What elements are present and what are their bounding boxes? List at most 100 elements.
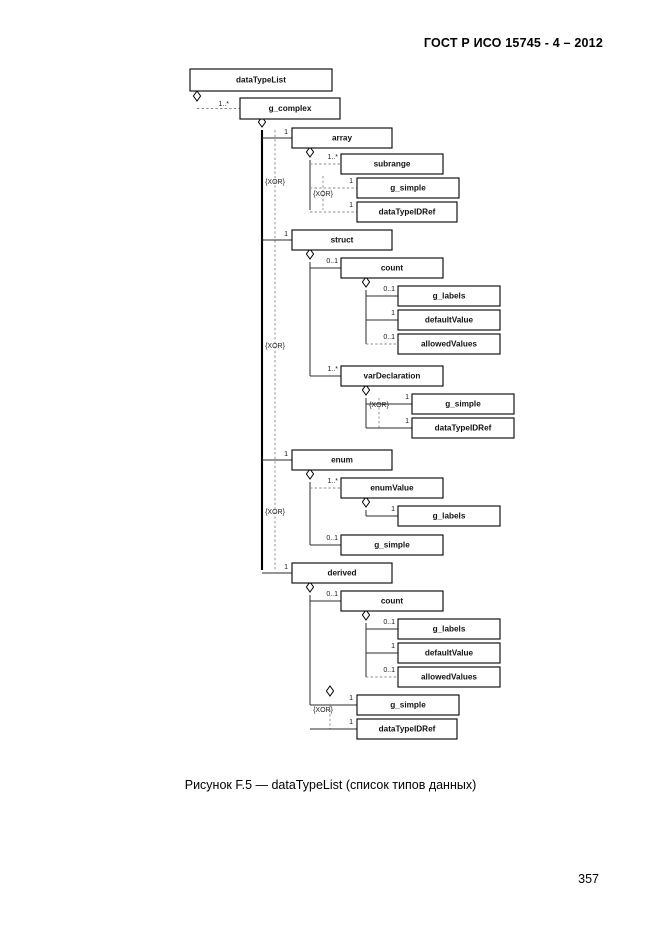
uml-class-box[interactable]: derived (291, 562, 393, 584)
aggregation-diamond-icon (305, 146, 315, 158)
multiplicity-label: 1 (349, 719, 353, 726)
uml-class-box[interactable]: subrange (340, 153, 444, 175)
multiplicity-label: 0..1 (326, 591, 338, 598)
multiplicity-label: 0..1 (326, 535, 338, 542)
uml-class-box[interactable]: g_simple (411, 393, 515, 415)
uml-class-box[interactable]: varDeclaration (340, 365, 444, 387)
uml-class-box[interactable]: dataTypeIDRef (356, 718, 458, 740)
multiplicity-label: 1 (405, 394, 409, 401)
uml-class-box[interactable]: g_labels (397, 285, 501, 307)
uml-class-name: g_labels (433, 292, 466, 301)
uml-class-box[interactable]: defaultValue (397, 642, 501, 664)
multiplicity-label: 1 (349, 202, 353, 209)
uml-class-box-frame (340, 590, 444, 612)
multiplicity-label: 1..* (218, 101, 229, 108)
multiplicity-label: 1..* (327, 478, 338, 485)
uml-class-name: enumValue (370, 484, 414, 493)
uml-class-name: dataTypeIDRef (379, 208, 436, 217)
page-number: 357 (578, 872, 599, 886)
uml-class-name: defaultValue (425, 649, 474, 658)
aggregation-diamond-icon (192, 90, 202, 102)
uml-class-box[interactable]: g_labels (397, 618, 501, 640)
uml-class-box-frame (397, 618, 501, 640)
uml-class-box[interactable]: g_simple (356, 694, 460, 716)
uml-class-box[interactable]: array (291, 127, 393, 149)
uml-class-box-frame (291, 449, 393, 471)
xor-constraint-label: {XOR} (265, 509, 286, 516)
document-header-standard-number: ГОСТ Р ИСО 15745 - 4 – 2012 (423, 36, 603, 50)
multiplicity-label: 0..1 (383, 334, 395, 341)
uml-class-box-frame (397, 642, 501, 664)
uml-class-name: dataTypeList (236, 76, 286, 85)
uml-class-name: allowedValues (421, 340, 477, 349)
multiplicity-label: 1 (391, 643, 395, 650)
uml-class-box[interactable]: allowedValues (397, 333, 501, 355)
uml-class-box[interactable]: dataTypeIDRef (411, 417, 515, 439)
aggregation-diamond-icon (361, 609, 371, 621)
uml-class-name: g_labels (433, 512, 466, 521)
uml-class-name: dataTypeIDRef (379, 725, 436, 734)
uml-class-box[interactable]: g_simple (356, 177, 460, 199)
uml-class-box[interactable]: dataTypeList (189, 68, 333, 92)
uml-class-name: struct (331, 236, 354, 245)
uml-class-box[interactable]: defaultValue (397, 309, 501, 331)
uml-class-name: g_simple (390, 701, 426, 710)
uml-class-box-frame (356, 694, 460, 716)
multiplicity-label: 0..1 (326, 258, 338, 265)
multiplicity-label: 1 (391, 506, 395, 513)
uml-class-box-frame (411, 417, 515, 439)
connector-edges (197, 108, 412, 730)
uml-class-name: allowedValues (421, 673, 477, 682)
uml-class-name: subrange (374, 160, 411, 169)
uml-class-box-frame (411, 393, 515, 415)
uml-class-box-frame (291, 229, 393, 251)
uml-class-name: g_labels (433, 625, 466, 634)
uml-class-box[interactable]: g_labels (397, 505, 501, 527)
multiplicity-label: 1 (284, 451, 288, 458)
uml-class-box-frame (340, 477, 444, 499)
uml-class-name: varDeclaration (364, 372, 421, 381)
uml-class-box-frame (397, 333, 501, 355)
uml-class-box-frame (356, 177, 460, 199)
uml-class-box[interactable]: dataTypeIDRef (356, 201, 458, 223)
uml-class-box-frame (356, 201, 458, 223)
uml-class-name: array (332, 134, 352, 143)
multiplicity-label: 1 (349, 695, 353, 702)
multiplicity-label: 1 (284, 129, 288, 136)
uml-class-box-frame (356, 718, 458, 740)
uml-class-box-frame (397, 505, 501, 527)
aggregation-diamond-icon (361, 276, 371, 288)
aggregation-diamonds (192, 90, 371, 697)
uml-class-box[interactable]: struct (291, 229, 393, 251)
aggregation-diamond-icon (361, 384, 371, 396)
aggregation-diamond-icon (361, 496, 371, 508)
uml-class-box[interactable]: allowedValues (397, 666, 501, 688)
uml-class-box[interactable]: count (340, 257, 444, 279)
uml-class-box-frame (291, 127, 393, 149)
uml-class-name: dataTypeIDRef (435, 424, 492, 433)
uml-class-box[interactable]: enum (291, 449, 393, 471)
uml-class-box-frame (239, 97, 341, 120)
xor-constraint-label: {XOR} (369, 402, 390, 409)
aggregation-diamond-icon (325, 685, 335, 697)
uml-class-box[interactable]: g_complex (239, 97, 341, 120)
xor-constraint-label: {XOR} (265, 343, 286, 350)
uml-class-box-frame (397, 666, 501, 688)
uml-class-box-frame (189, 68, 333, 92)
multiplicity-label: 1 (349, 178, 353, 185)
uml-class-box[interactable]: enumValue (340, 477, 444, 499)
uml-class-name: count (381, 597, 404, 606)
multiplicity-label: 1..* (327, 366, 338, 373)
uml-class-box-frame (340, 365, 444, 387)
multiplicity-label: 1..* (327, 154, 338, 161)
connector-trunks (260, 130, 380, 729)
uml-class-box[interactable]: count (340, 590, 444, 612)
uml-class-box-frame (340, 153, 444, 175)
uml-class-box[interactable]: g_simple (340, 534, 444, 556)
uml-class-name: count (381, 264, 404, 273)
multiplicity-labels: 1..* 1 1..* 1 1 1 0..1 0..1 1 0..1 1..* 1 1 1 1..* 1 0..… (218, 101, 409, 726)
multiplicity-label: 0..1 (383, 619, 395, 626)
